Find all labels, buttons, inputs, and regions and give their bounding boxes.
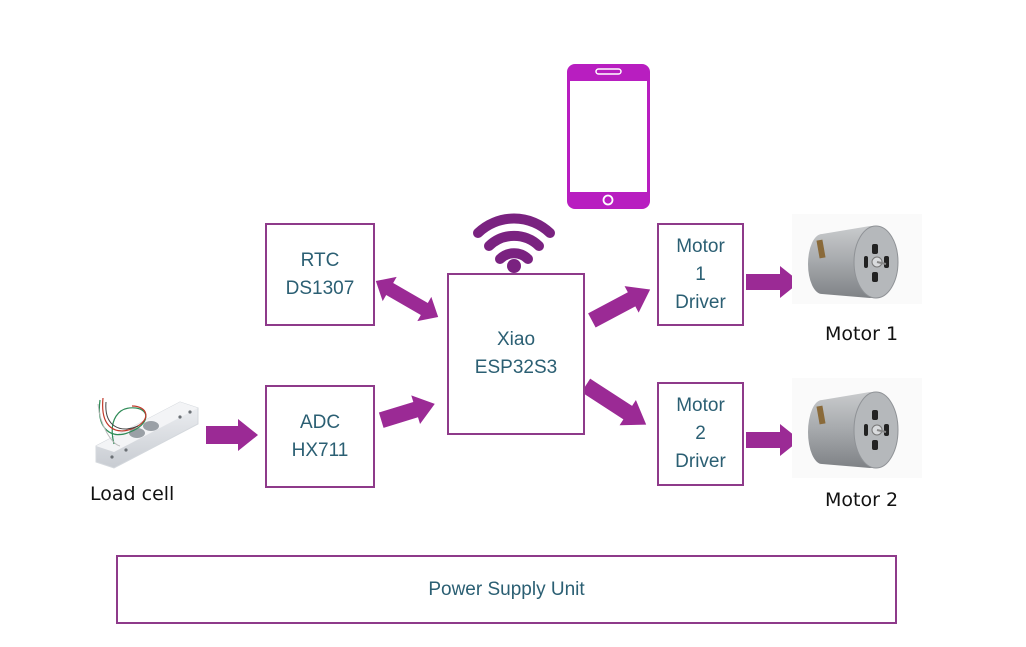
dc-motor-icon (792, 214, 922, 304)
driver2-line-3: Driver (675, 451, 726, 472)
arrow-loadcell-to-adc (206, 419, 258, 451)
adc-block-line-1: ADC (299, 411, 341, 433)
psu-label: Power Supply Unit (428, 578, 585, 600)
arrow-mcu-to-driver2 (581, 378, 647, 426)
wifi-icon (473, 213, 555, 273)
motor2-driver-block: Motor 2 Driver (657, 382, 744, 486)
driver2-line-2: 2 (695, 423, 706, 444)
motor1-caption: Motor 1 (825, 323, 899, 345)
mcu-block-line-2: ESP32S3 (474, 357, 558, 378)
power-supply-unit-block: Power Supply Unit (116, 555, 897, 624)
driver2-line-1: Motor (676, 395, 725, 416)
load-cell-icon (95, 397, 199, 469)
smartphone-icon (567, 64, 650, 209)
driver1-line-3: Driver (675, 291, 726, 313)
adc-block-line-2: HX711 (291, 439, 349, 461)
arrow-mcu-to-driver1 (588, 286, 651, 328)
rtc-block-line-1: RTC (300, 249, 340, 271)
motor1-driver-block: Motor 1 Driver (657, 223, 744, 326)
arrow-rtc-mcu-bidirectional (375, 276, 439, 322)
mcu-block: Xiao ESP32S3 (447, 273, 585, 435)
motor2-caption: Motor 2 (825, 489, 899, 511)
arrow-driver1-to-motor1 (746, 266, 800, 298)
rtc-block: RTC DS1307 (265, 223, 375, 326)
driver1-line-1: Motor (676, 235, 725, 257)
arrow-driver2-to-motor2 (746, 424, 800, 456)
mcu-block-line-1: Xiao (496, 329, 536, 350)
dc-motor-icon (792, 378, 922, 478)
driver1-line-2: 1 (695, 263, 706, 285)
arrow-adc-to-mcu (378, 395, 435, 428)
load-cell-caption: Load cell (90, 483, 175, 505)
rtc-block-line-2: DS1307 (285, 277, 355, 299)
adc-block: ADC HX711 (265, 385, 375, 488)
